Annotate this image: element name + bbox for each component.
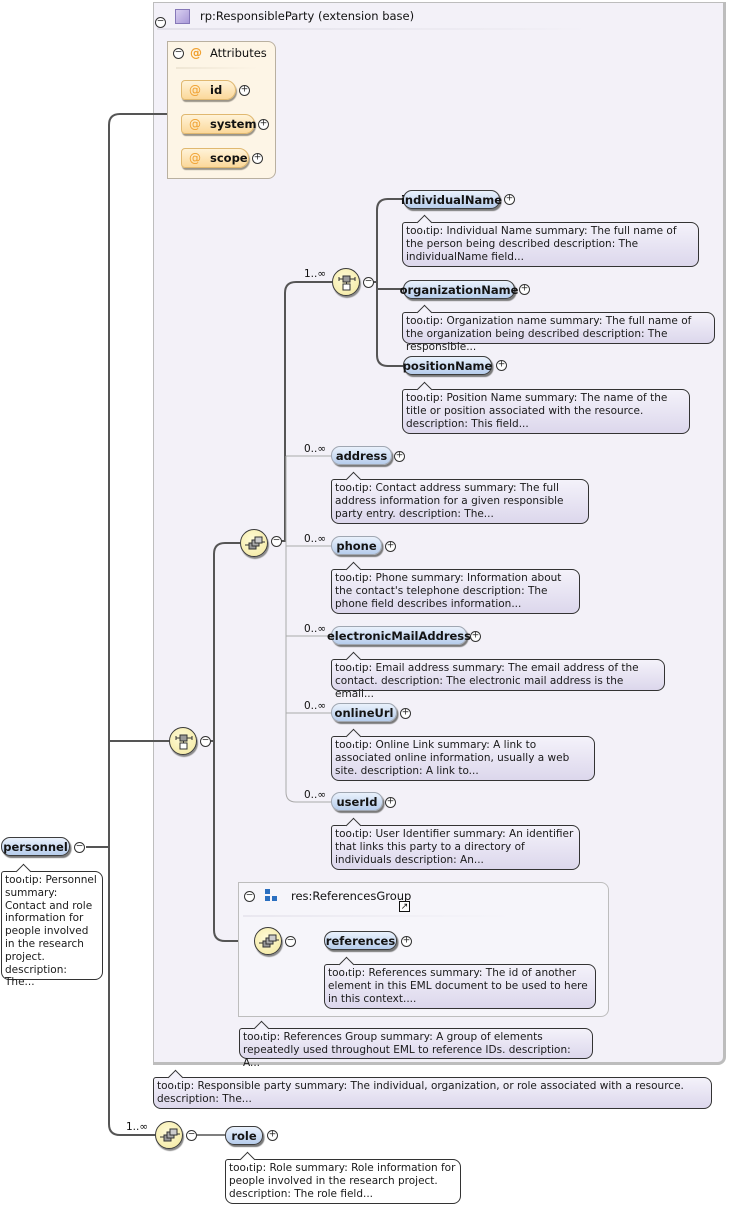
collapse-extension-button[interactable]: − bbox=[155, 16, 166, 28]
attribute-icon: @ bbox=[189, 151, 201, 165]
cardinality-phone: 0..∞ bbox=[304, 533, 327, 545]
tooltip-positionName: tooltip: Position Name summary: The name… bbox=[402, 389, 690, 434]
tooltip-role: tooltip: Role summary: Role information … bbox=[225, 1159, 461, 1204]
tooltip-references-group: tooltip: References Group summary: A gro… bbox=[239, 1028, 593, 1069]
tooltip-individualName: tooltip: Individual Name summary: The fu… bbox=[402, 222, 699, 267]
expand-attribute-id-button[interactable]: + bbox=[239, 84, 250, 96]
expand-role-button[interactable]: + bbox=[267, 1129, 278, 1141]
collapse-personnel-button[interactable]: − bbox=[74, 841, 85, 853]
attributes-header: − @ Attributes bbox=[173, 46, 267, 60]
complex-type-icon bbox=[175, 8, 190, 24]
group-divider bbox=[243, 915, 513, 917]
collapse-choice-button[interactable]: − bbox=[363, 276, 374, 288]
element-references[interactable]: references bbox=[324, 931, 397, 950]
expand-organizationName-button[interactable]: + bbox=[519, 283, 530, 295]
attribute-at-icon: @ bbox=[190, 46, 202, 60]
tooltip-address: tooltip: Contact address summary: The fu… bbox=[331, 479, 589, 524]
expand-attribute-scope-button[interactable]: + bbox=[252, 152, 263, 164]
expand-individualName-button[interactable]: + bbox=[504, 193, 515, 205]
cardinality-userId: 0..∞ bbox=[304, 789, 327, 801]
sequence-compositor-icon[interactable] bbox=[169, 727, 197, 755]
attribute-scope[interactable]: @ scope bbox=[181, 148, 249, 168]
tooltip-phone: tooltip: Phone summary: Information abou… bbox=[331, 569, 580, 614]
tooltip-references: tooltip: References summary: The id of a… bbox=[324, 964, 596, 1009]
choice-compositor-icon[interactable] bbox=[332, 268, 360, 296]
attribute-icon: @ bbox=[189, 117, 201, 131]
extension-header: − rp:ResponsibleParty (extension base) bbox=[155, 5, 415, 28]
expand-phone-button[interactable]: + bbox=[385, 540, 396, 552]
line-seq-to-inner bbox=[213, 542, 240, 741]
cardinality-role: 1..∞ bbox=[126, 1121, 149, 1133]
line-to-attributes bbox=[108, 113, 168, 847]
tooltip-onlineUrl: tooltip: Online Link summary: A link to … bbox=[331, 736, 595, 781]
element-address[interactable]: address bbox=[331, 446, 392, 465]
attribute-name: system bbox=[210, 117, 257, 131]
group-title: res:ReferencesGroup bbox=[291, 889, 412, 903]
expand-electronicMailAddress-button[interactable]: + bbox=[470, 630, 481, 642]
cardinality-choice: 1..∞ bbox=[304, 268, 327, 280]
tooltip-electronicMailAddress: tooltip: Email address summary: The emai… bbox=[331, 659, 665, 700]
cardinality-electronicMailAddress: 0..∞ bbox=[304, 623, 327, 635]
element-role[interactable]: role bbox=[225, 1126, 263, 1145]
line-choice-position bbox=[376, 282, 404, 367]
expand-attribute-system-button[interactable]: + bbox=[258, 118, 269, 130]
collapse-inner-sequence-button[interactable]: − bbox=[271, 535, 282, 547]
attributes-title: Attributes bbox=[210, 46, 267, 60]
line-optional-trunk bbox=[285, 541, 332, 803]
collapse-sequence-button[interactable]: − bbox=[200, 735, 211, 747]
line-choice-individual bbox=[376, 198, 404, 282]
collapse-group-button[interactable]: − bbox=[244, 890, 255, 902]
all-compositor-icon[interactable] bbox=[240, 529, 268, 557]
element-phone[interactable]: phone bbox=[331, 536, 382, 555]
collapse-group-sequence-button[interactable]: − bbox=[285, 935, 296, 947]
element-electronicMailAddress[interactable]: electronicMailAddress bbox=[327, 626, 471, 645]
element-positionName[interactable]: positionName bbox=[403, 356, 492, 375]
collapse-role-sequence-button[interactable]: − bbox=[186, 1129, 197, 1141]
expand-positionName-button[interactable]: + bbox=[496, 359, 507, 371]
extension-title: rp:ResponsibleParty (extension base) bbox=[200, 9, 415, 23]
attributes-divider bbox=[176, 67, 258, 69]
attribute-icon: @ bbox=[189, 83, 201, 97]
element-individualName[interactable]: individualName bbox=[401, 190, 502, 209]
collapse-attributes-button[interactable]: − bbox=[173, 47, 184, 59]
expand-address-button[interactable]: + bbox=[394, 450, 405, 462]
element-personnel[interactable]: personnel bbox=[1, 837, 70, 856]
attribute-name: id bbox=[210, 83, 223, 97]
tooltip-userId: tooltip: User Identifier summary: An ide… bbox=[331, 825, 580, 870]
role-sequence-compositor-icon[interactable] bbox=[155, 1121, 183, 1149]
expand-userId-button[interactable]: + bbox=[385, 796, 396, 808]
group-sequence-compositor-icon[interactable] bbox=[254, 927, 282, 955]
line-inner-to-choice bbox=[281, 281, 332, 542]
line-seq-to-refs bbox=[213, 741, 254, 942]
tooltip-responsible-party: tooltip: Responsible party summary: The … bbox=[153, 1077, 712, 1109]
expand-onlineUrl-button[interactable]: + bbox=[400, 707, 411, 719]
element-userId[interactable]: userId bbox=[331, 792, 383, 811]
tooltip-organizationName: tooltip: Organization name summary: The … bbox=[402, 312, 715, 353]
tooltip-personnel: tooltip: Personnel summary: Contact and … bbox=[1, 871, 103, 988]
link-arrow-icon[interactable]: ↗ bbox=[399, 901, 410, 912]
element-organizationName[interactable]: organizationName bbox=[400, 280, 518, 299]
group-icon bbox=[265, 889, 279, 903]
cardinality-onlineUrl: 0..∞ bbox=[304, 700, 327, 712]
element-onlineUrl[interactable]: onlineUrl bbox=[331, 703, 397, 722]
expand-references-button[interactable]: + bbox=[401, 935, 412, 947]
header-divider bbox=[157, 28, 587, 30]
line-to-role bbox=[108, 847, 155, 1136]
attribute-system[interactable]: @ system bbox=[181, 114, 257, 134]
references-group-header: − res:ReferencesGroup bbox=[244, 889, 411, 903]
attribute-name: scope bbox=[210, 151, 248, 165]
attribute-id[interactable]: @ id bbox=[181, 80, 236, 100]
cardinality-address: 0..∞ bbox=[304, 443, 327, 455]
